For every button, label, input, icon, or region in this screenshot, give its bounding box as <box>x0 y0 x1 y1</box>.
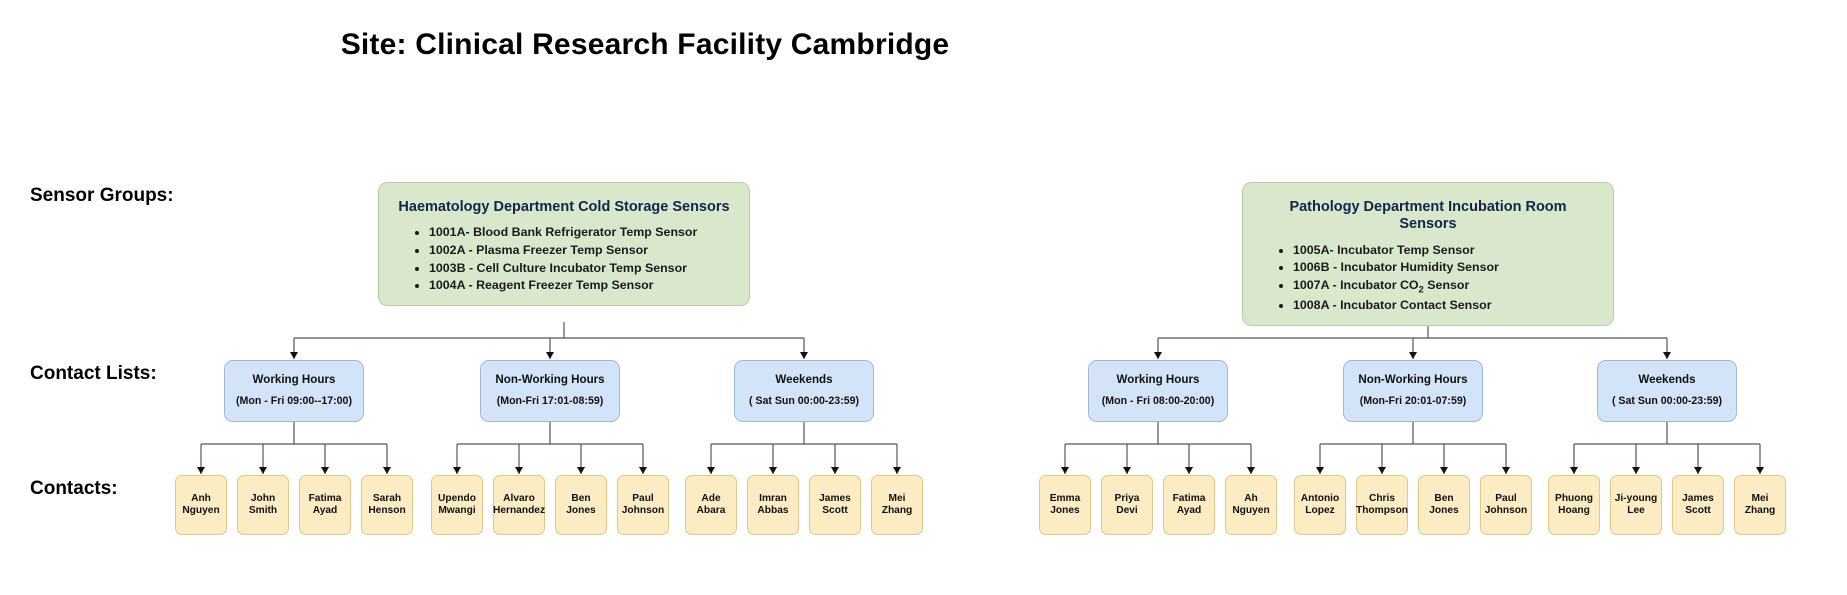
contact-card[interactable]: Mei Zhang <box>1734 475 1786 535</box>
contact-card[interactable]: Ade Abara <box>685 475 737 535</box>
contact-card[interactable]: Fatima Ayad <box>1163 475 1215 535</box>
contact-card[interactable]: Ben Jones <box>1418 475 1470 535</box>
contact-card[interactable]: Emma Jones <box>1039 475 1091 535</box>
contact-list-haem-working-hours[interactable]: Working Hours (Mon - Fri 09:00--17:00) <box>224 360 364 422</box>
contact-card[interactable]: Anh Nguyen <box>175 475 227 535</box>
contact-name: James Scott <box>819 492 851 516</box>
contact-name: Paul Johnson <box>621 492 665 516</box>
contact-list-time-window: (Mon - Fri 09:00--17:00) <box>236 395 352 408</box>
contact-name: Ji-young Lee <box>1614 492 1658 516</box>
contact-list-time-window: (Mon-Fri 20:01-07:59) <box>1359 395 1467 408</box>
sensor-item: 1007A - Incubator CO2 Sensor <box>1293 277 1597 297</box>
contact-card[interactable]: Chris Thompson <box>1356 475 1408 535</box>
contact-card[interactable]: Sarah Henson <box>361 475 413 535</box>
contact-card[interactable]: Ah Nguyen <box>1225 475 1277 535</box>
sensor-item: 1008A - Incubator Contact Sensor <box>1293 297 1597 315</box>
contact-list-path-non-working-hours[interactable]: Non-Working Hours (Mon-Fri 20:01-07:59) <box>1343 360 1483 422</box>
row-label-sensor-groups: Sensor Groups: <box>30 185 174 206</box>
contact-list-time-window: (Mon - Fri 08:00-20:00) <box>1101 395 1215 408</box>
sensor-group-haematology[interactable]: Haematology Department Cold Storage Sens… <box>378 182 750 306</box>
contact-list-name: Non-Working Hours <box>495 373 605 387</box>
contact-card[interactable]: John Smith <box>237 475 289 535</box>
contact-list-name: Working Hours <box>252 373 336 387</box>
contact-card[interactable]: Paul Johnson <box>1480 475 1532 535</box>
contact-list-time-window: ( Sat Sun 00:00-23:59) <box>748 395 860 408</box>
sensor-item: 1005A- Incubator Temp Sensor <box>1293 242 1597 260</box>
sensor-group-title: Haematology Department Cold Storage Sens… <box>398 199 730 215</box>
contact-card[interactable]: Antonio Lopez <box>1294 475 1346 535</box>
contact-name: Paul Johnson <box>1484 492 1528 516</box>
contact-name: Sarah Henson <box>368 492 406 516</box>
row-label-contacts: Contacts: <box>30 478 118 499</box>
contact-card[interactable]: James Scott <box>1672 475 1724 535</box>
contact-list-time-window: (Mon-Fri 17:01-08:59) <box>496 395 604 408</box>
contact-list-name: Weekends <box>1638 373 1696 387</box>
contact-card[interactable]: Ben Jones <box>555 475 607 535</box>
contact-name: Antonio Lopez <box>1300 492 1340 516</box>
row-label-contact-lists: Contact Lists: <box>30 363 157 384</box>
contact-card[interactable]: Alvaro Hernandez <box>493 475 545 535</box>
contact-name: Fatima Ayad <box>1172 492 1206 516</box>
contact-name: Ben Jones <box>1429 492 1459 516</box>
contact-card[interactable]: Imran Abbas <box>747 475 799 535</box>
contact-name: Fatima Ayad <box>308 492 342 516</box>
contact-card[interactable]: James Scott <box>809 475 861 535</box>
contact-name: Upendo Mwangi <box>438 492 476 516</box>
contact-name: Priya Devi <box>1114 492 1140 516</box>
contact-list-name: Non-Working Hours <box>1358 373 1468 387</box>
contact-card[interactable]: Upendo Mwangi <box>431 475 483 535</box>
sensor-item: 1002A - Plasma Freezer Temp Sensor <box>429 242 733 260</box>
contact-list-name: Working Hours <box>1116 373 1200 387</box>
contact-name: John Smith <box>248 492 278 516</box>
contact-name: Imran Abbas <box>757 492 789 516</box>
contact-list-path-weekends[interactable]: Weekends ( Sat Sun 00:00-23:59) <box>1597 360 1737 422</box>
contact-name: James Scott <box>1682 492 1714 516</box>
contact-card[interactable]: Ji-young Lee <box>1610 475 1662 535</box>
sensor-list: 1001A- Blood Bank Refrigerator Temp Sens… <box>395 224 733 294</box>
contact-name: Anh Nguyen <box>182 492 220 516</box>
contact-name: Phuong Hoang <box>1555 492 1593 516</box>
contact-card[interactable]: Mei Zhang <box>871 475 923 535</box>
sensor-item: 1004A - Reagent Freezer Temp Sensor <box>429 277 733 295</box>
contact-name: Mei Zhang <box>1744 492 1776 516</box>
sensor-item: 1001A- Blood Bank Refrigerator Temp Sens… <box>429 224 733 242</box>
sensor-list: 1005A- Incubator Temp Sensor1006B - Incu… <box>1259 242 1597 315</box>
contact-name: Emma Jones <box>1049 492 1081 516</box>
sensor-item: 1003B - Cell Culture Incubator Temp Sens… <box>429 260 733 278</box>
contact-card[interactable]: Priya Devi <box>1101 475 1153 535</box>
contact-name: Alvaro Hernandez <box>492 492 546 516</box>
contact-card[interactable]: Phuong Hoang <box>1548 475 1600 535</box>
contact-list-haem-non-working-hours[interactable]: Non-Working Hours (Mon-Fri 17:01-08:59) <box>480 360 620 422</box>
contact-list-haem-weekends[interactable]: Weekends ( Sat Sun 00:00-23:59) <box>734 360 874 422</box>
sensor-item: 1006B - Incubator Humidity Sensor <box>1293 259 1597 277</box>
contact-name: Chris Thompson <box>1355 492 1409 516</box>
contact-card[interactable]: Paul Johnson <box>617 475 669 535</box>
contact-list-path-working-hours[interactable]: Working Hours (Mon - Fri 08:00-20:00) <box>1088 360 1228 422</box>
contact-name: Ah Nguyen <box>1232 492 1270 516</box>
contact-name: Ben Jones <box>566 492 596 516</box>
contact-list-time-window: ( Sat Sun 00:00-23:59) <box>1611 395 1723 408</box>
sensor-group-title: Pathology Department Incubation Room Sen… <box>1289 199 1567 233</box>
contact-name: Mei Zhang <box>881 492 913 516</box>
contact-card[interactable]: Fatima Ayad <box>299 475 351 535</box>
contact-name: Ade Abara <box>696 492 726 516</box>
contact-list-name: Weekends <box>775 373 833 387</box>
sensor-group-pathology[interactable]: Pathology Department Incubation Room Sen… <box>1242 182 1614 326</box>
page-title: Site: Clinical Research Facility Cambrid… <box>340 28 950 61</box>
